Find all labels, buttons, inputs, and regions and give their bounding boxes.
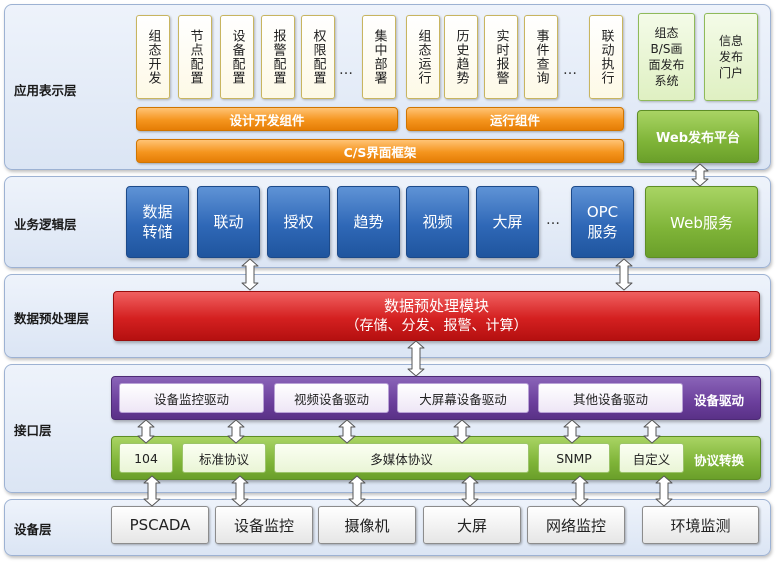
design-ellipsis: … [339, 62, 354, 78]
connector-arrow [643, 419, 661, 444]
run-component-bar: 运行组件 [406, 107, 624, 131]
connector-arrow [407, 340, 425, 377]
design-item: 组态开发 [136, 15, 170, 99]
preprocess-title: 数据预处理模块 [383, 297, 489, 315]
device-item-screen: 大屏 [423, 506, 521, 544]
design-item: 设备配置 [220, 15, 254, 99]
connector-arrow [461, 475, 479, 507]
protocol-item: 多媒体协议 [274, 443, 529, 473]
business-item: OPC服务 [571, 186, 634, 258]
driver-item: 大屏幕设备驱动 [397, 383, 529, 413]
driver-label: 设备驱动 [694, 393, 745, 408]
connector-arrow [227, 419, 245, 444]
protocol-item: SNMP [538, 443, 610, 473]
connector-arrow [231, 475, 249, 507]
connector-arrow [655, 475, 673, 507]
device-item-equipment-monitor: 设备监控 [215, 506, 313, 544]
web-item-info-portal: 信息发布门户 [704, 13, 758, 101]
business-ellipsis: … [546, 212, 561, 228]
web-platform-box: Web发布平台 [637, 110, 759, 163]
design-item: 报警配置 [261, 15, 295, 99]
protocol-item: 自定义 [619, 443, 684, 473]
interface-layer-label: 接口层 [14, 423, 52, 438]
connector-arrow [338, 419, 356, 444]
run-item: 事件查询 [524, 15, 558, 99]
design-item: 集中部署 [362, 15, 396, 99]
preprocess-layer-label: 数据预处理层 [14, 311, 90, 326]
web-item-bs-publish: 组态B/S画面发布系统 [638, 13, 695, 101]
business-item: 授权 [267, 186, 330, 258]
connector-arrow [571, 475, 589, 507]
connector-arrow [453, 419, 471, 444]
run-item: 联动执行 [589, 15, 623, 99]
device-item-environment-monitor: 环境监测 [642, 506, 759, 544]
design-component-bar: 设计开发组件 [136, 107, 398, 131]
protocol-item: 104 [119, 443, 173, 473]
connector-arrow [143, 475, 161, 507]
device-layer-label: 设备层 [14, 522, 52, 537]
driver-item: 视频设备驱动 [274, 383, 389, 413]
preprocess-module: 数据预处理模块 （存储、分发、报警、计算） [113, 291, 760, 341]
device-item-camera: 摄像机 [318, 506, 416, 544]
connector-arrow [691, 163, 709, 187]
design-item: 权限配置 [301, 15, 335, 99]
driver-item: 其他设备驱动 [538, 383, 683, 413]
connector-arrow [348, 475, 366, 507]
preprocess-subtitle: （存储、分发、报警、计算） [345, 318, 528, 334]
protocol-item: 标准协议 [182, 443, 266, 473]
device-item-pscada: PSCADA [111, 506, 209, 544]
business-item: 大屏 [476, 186, 539, 258]
protocol-label: 协议转换 [694, 453, 745, 468]
driver-item: 设备监控驱动 [119, 383, 264, 413]
connector-arrow [563, 419, 581, 444]
business-item: 数据转储 [126, 186, 189, 258]
run-ellipsis: … [563, 62, 578, 78]
connector-arrow [615, 258, 633, 291]
business-layer-label: 业务逻辑层 [14, 217, 77, 232]
device-item-network-monitor: 网络监控 [527, 506, 625, 544]
presentation-layer-label: 应用表示层 [14, 83, 77, 98]
business-item: 视频 [406, 186, 469, 258]
cs-framework-bar: C/S界面框架 [136, 139, 624, 163]
design-item: 节点配置 [178, 15, 212, 99]
business-item: 趋势 [337, 186, 400, 258]
business-item: 联动 [197, 186, 260, 258]
run-item: 历史趋势 [444, 15, 478, 99]
web-service-box: Web服务 [645, 186, 758, 258]
run-item: 组态运行 [406, 15, 440, 99]
run-item: 实时报警 [484, 15, 518, 99]
connector-arrow [241, 258, 259, 291]
connector-arrow [137, 419, 155, 444]
